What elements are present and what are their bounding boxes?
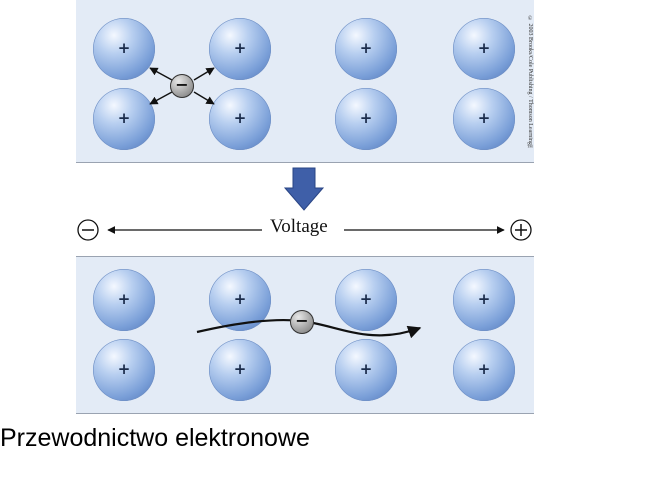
- ion-charge-label: +: [117, 360, 131, 378]
- positive-ion: +: [93, 18, 155, 80]
- ion-charge-label: +: [233, 290, 247, 308]
- lattice-panel-bottom: + + + + + + + +: [76, 256, 534, 414]
- ion-charge-label: +: [117, 109, 131, 127]
- ion-charge-label: +: [233, 360, 247, 378]
- ion-charge-label: +: [477, 360, 491, 378]
- ion-charge-label: +: [233, 39, 247, 57]
- lattice-panel-top: + + + + + + + +: [76, 0, 534, 163]
- ion-charge-label: +: [477, 109, 491, 127]
- ion-charge-label: +: [477, 39, 491, 57]
- positive-ion: +: [335, 88, 397, 150]
- attraction-arrow: [149, 91, 173, 105]
- positive-ion: +: [335, 339, 397, 401]
- voltage-label: Voltage: [268, 216, 330, 238]
- positive-ion: +: [209, 339, 271, 401]
- down-arrow-icon: [283, 167, 325, 211]
- positive-ion: +: [453, 18, 515, 80]
- caption: Przewodnictwo elektronowe: [0, 424, 310, 452]
- positive-terminal-icon: [510, 219, 532, 241]
- positive-ion: +: [93, 339, 155, 401]
- ion-charge-label: +: [117, 290, 131, 308]
- ion-charge-label: +: [359, 109, 373, 127]
- ion-charge-label: +: [233, 109, 247, 127]
- ion-charge-label: +: [359, 39, 373, 57]
- attraction-arrow: [149, 67, 173, 81]
- attraction-arrow: [193, 67, 215, 81]
- moving-electron: −: [290, 310, 314, 334]
- negative-terminal-icon: [77, 219, 99, 241]
- positive-ion: +: [335, 269, 397, 331]
- ion-charge-label: +: [359, 360, 373, 378]
- positive-ion: +: [93, 88, 155, 150]
- ion-charge-label: +: [477, 290, 491, 308]
- positive-ion: +: [209, 18, 271, 80]
- trapped-electron: −: [170, 74, 194, 98]
- positive-ion: +: [335, 18, 397, 80]
- positive-ion: +: [209, 88, 271, 150]
- positive-ion: +: [453, 339, 515, 401]
- attraction-arrow: [193, 91, 215, 105]
- positive-ion: +: [93, 269, 155, 331]
- ion-charge-label: +: [359, 290, 373, 308]
- positive-ion: +: [453, 269, 515, 331]
- positive-ion: +: [453, 88, 515, 150]
- ion-charge-label: +: [117, 39, 131, 57]
- copyright-notice: © 2003 Brooks/Cole Publishing / Thomson …: [527, 16, 533, 151]
